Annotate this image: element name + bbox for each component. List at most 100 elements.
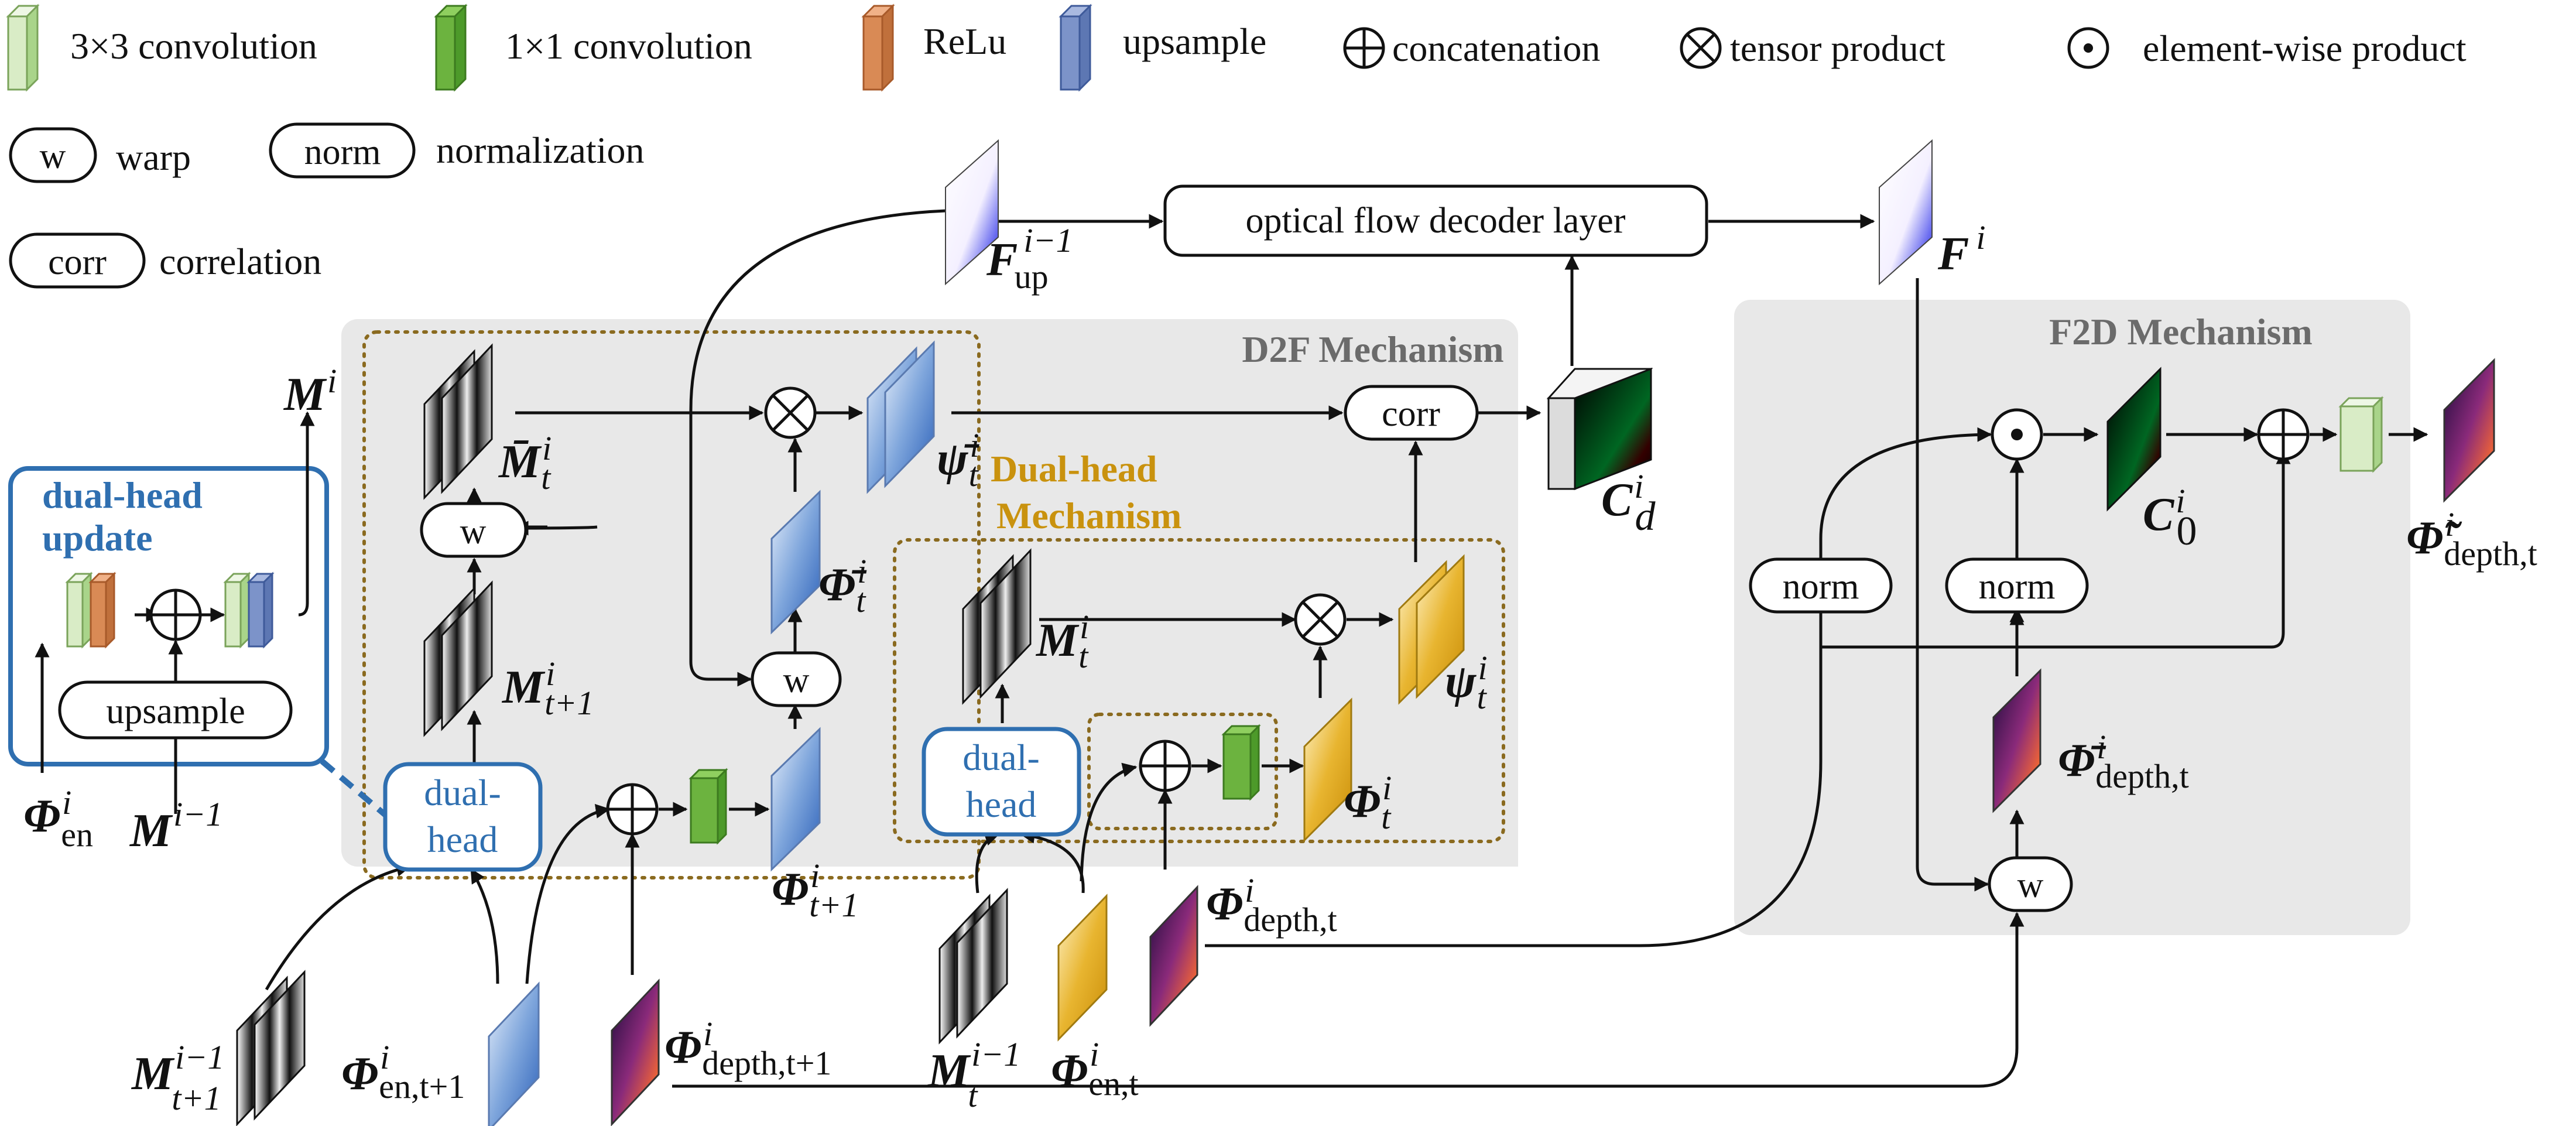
conv3-block-f2d xyxy=(2338,396,2384,473)
dual-head-left-label-1: dual- xyxy=(424,772,501,813)
elementwise-product-icon xyxy=(2067,27,2109,69)
norm-box-left xyxy=(1749,557,1893,614)
conv1-block-1 xyxy=(688,768,728,845)
dual-head-right-label-1: dual- xyxy=(962,737,1040,778)
legend-relu-label: ReLu xyxy=(923,20,1006,62)
concat-op-2 xyxy=(1139,740,1191,792)
f2d-panel xyxy=(1734,300,2410,935)
elementwise-op xyxy=(1991,408,2043,461)
concat-op-f2d xyxy=(2257,408,2310,461)
legend-elementwise-label: element-wise product xyxy=(2143,28,2467,69)
svg-text:Φit+1: Φit+1 xyxy=(772,857,859,924)
dual-head-mechanism-title-2: Mechanism xyxy=(996,495,1181,536)
norm-label-left: norm xyxy=(1783,567,1859,607)
legend-conv1-label: 1×1 convolution xyxy=(505,25,752,67)
depth-map-tilde xyxy=(2443,358,2495,503)
relu-block-update xyxy=(88,571,117,649)
depth-map-t xyxy=(1149,885,1198,1027)
svg-text:Mit+1: Mit+1 xyxy=(501,655,594,722)
tensor-product-icon xyxy=(1680,27,1722,69)
concat-op-update xyxy=(149,588,202,641)
label-M-i: Mi xyxy=(283,362,337,420)
mask-group-box xyxy=(362,330,981,879)
feature-map-phi-t1 xyxy=(770,727,821,872)
dual-head-box-right xyxy=(922,727,1081,837)
legend: 3×3 convolution 1×1 convolution ReLu ups… xyxy=(6,4,2467,289)
upsample-label: upsample xyxy=(106,692,245,731)
legend-warp-box xyxy=(9,127,97,183)
feature-map-phi-t xyxy=(1303,697,1352,843)
feature-map-phi-en-t xyxy=(1057,894,1108,1042)
svg-text:Mit: Mit xyxy=(1035,608,1089,675)
legend-conv1-icon xyxy=(434,4,468,92)
svg-text:Φ̄it: Φ̄it xyxy=(818,552,867,620)
svg-text:ψit: ψit xyxy=(1445,649,1488,716)
mask-map-t xyxy=(962,548,1032,705)
depth-map-t1 xyxy=(611,978,660,1126)
svg-text:Φit: Φit xyxy=(1344,769,1392,836)
legend-relu-icon xyxy=(861,4,895,92)
warp-box-right xyxy=(1988,856,2073,912)
flow-map-out xyxy=(1879,139,1933,286)
dual-head-update-title-2: update xyxy=(42,517,153,559)
legend-concat-label: concatenation xyxy=(1392,28,1600,69)
mask-map-prev-t xyxy=(938,888,1008,1045)
legend-corr-box xyxy=(9,232,146,289)
svg-text:M̄it: M̄it xyxy=(498,429,551,497)
legend-upsample-icon xyxy=(1059,4,1092,92)
mask-map-t1 xyxy=(423,580,493,737)
tensor-product-op-1 xyxy=(764,386,817,439)
svg-text:Mi: Mi xyxy=(283,362,337,420)
svg-text:ψ̄it: ψ̄it xyxy=(937,426,979,494)
warp-label-right: w xyxy=(2017,865,2044,905)
feature-map-psi-bar xyxy=(866,340,935,494)
depth-map-bar xyxy=(1992,668,2041,813)
legend-corr-label: correlation xyxy=(159,241,321,282)
corr-box xyxy=(1344,385,1479,441)
svg-text:Mi−1: Mi−1 xyxy=(129,795,222,857)
warp-box-left xyxy=(420,502,527,558)
optical-flow-decoder-label: optical flow decoder layer xyxy=(1246,201,1626,241)
svg-text:Ci0: Ci0 xyxy=(2143,482,2197,554)
dual-head-right-label-2: head xyxy=(966,783,1037,825)
feature-map-phi-en-t1 xyxy=(488,981,540,1126)
dual-head-link xyxy=(320,759,390,819)
legend-warp-label: warp xyxy=(116,136,191,178)
conv1-block-2 xyxy=(1221,724,1261,801)
d2f-panel xyxy=(341,319,1518,867)
warp-label-center: w xyxy=(783,660,810,700)
dual-head-box-left xyxy=(383,762,543,872)
legend-tensor-label: tensor product xyxy=(1730,28,1945,69)
d2f-title: D2F Mechanism xyxy=(1242,328,1503,370)
legend-norm-symbol: norm xyxy=(304,132,381,172)
conv3-block-update xyxy=(65,571,93,649)
cost-volume-cd xyxy=(1546,367,1653,491)
svg-text:Fi: Fi xyxy=(1937,218,1985,280)
f2d-title: F2D Mechanism xyxy=(2049,311,2313,352)
legend-norm-box xyxy=(269,122,416,179)
legend-conv3-icon xyxy=(6,4,40,92)
feature-map-psi xyxy=(1398,554,1465,705)
mask-map-prev-t1 xyxy=(236,970,306,1126)
corr-label: corr xyxy=(1382,394,1440,434)
